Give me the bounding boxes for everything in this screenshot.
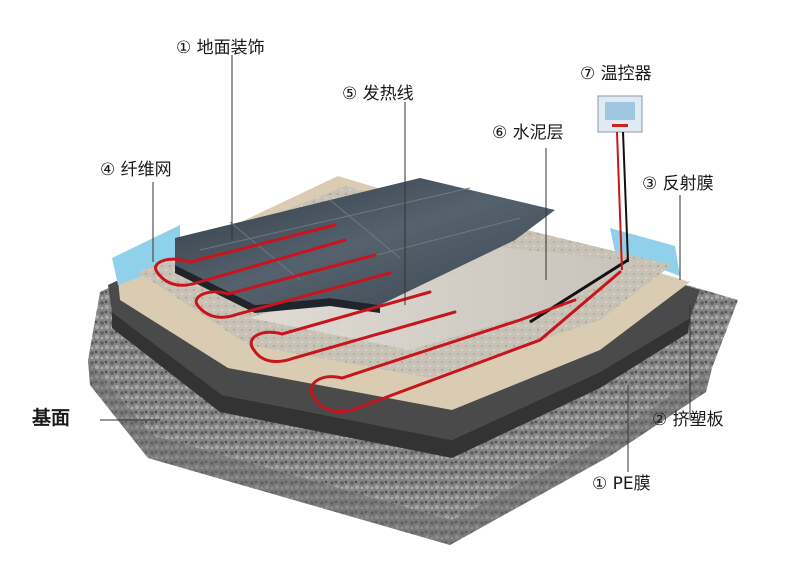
thermostat-device (597, 95, 643, 133)
label-cement-layer: ⑥ 水泥层 (492, 123, 564, 143)
thermostat-wire-red (616, 131, 623, 271)
label-heating-wire: ⑤ 发热线 (342, 84, 414, 104)
blue-film-edge (112, 225, 180, 285)
label-base-surface: 基面 (32, 407, 71, 429)
leader-lines (100, 55, 700, 472)
thermostat-wire-black (622, 131, 629, 263)
label-floor-finish: ① 地面装饰 (176, 38, 265, 58)
floor-tile-layer (175, 178, 555, 305)
label-reflective-film: ③ 反射膜 (642, 174, 714, 194)
label-fiber-mesh: ④ 纤维网 (100, 160, 172, 180)
label-pe-film: ① PE膜 (592, 474, 651, 494)
heating-wire (154, 223, 622, 414)
label-thermostat: ⑦ 温控器 (580, 64, 652, 84)
label-xps-board: ② 挤塑板 (652, 410, 724, 430)
